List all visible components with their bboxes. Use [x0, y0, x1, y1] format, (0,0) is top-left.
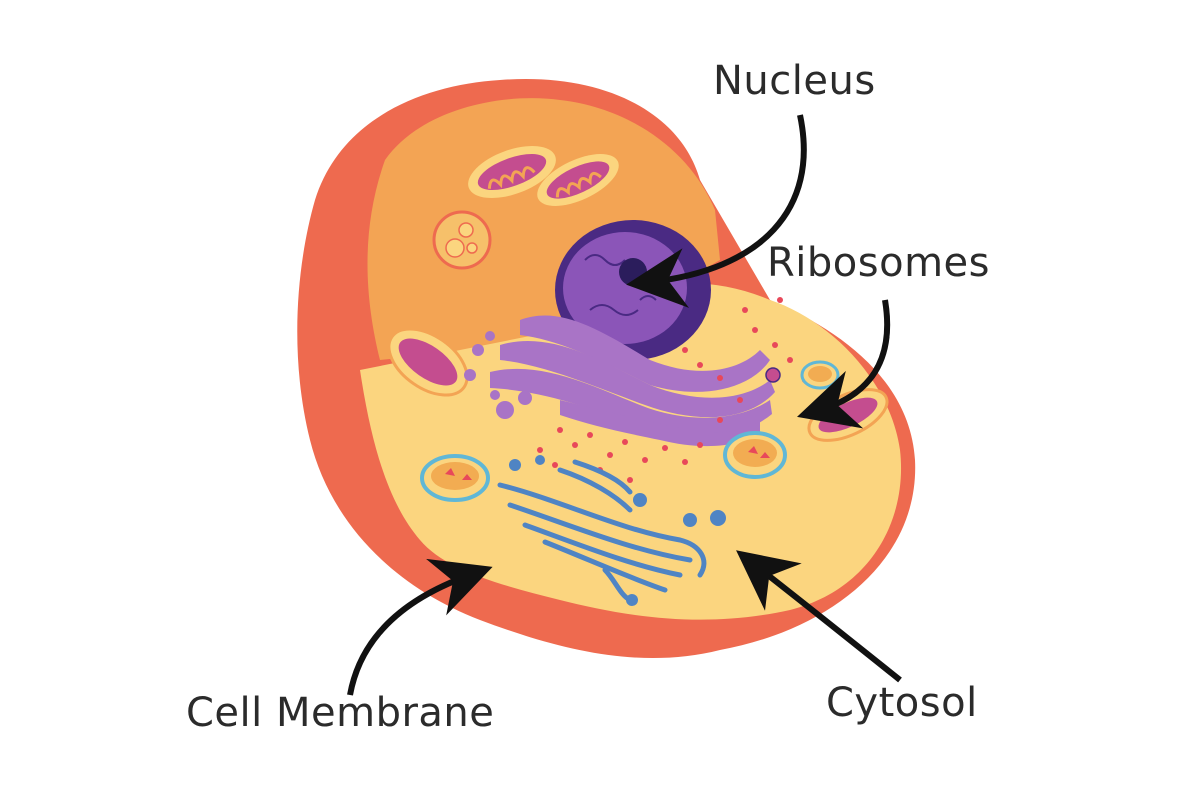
ribosomes-arrow [797, 299, 891, 429]
nucleolus [619, 258, 647, 286]
vesicle [432, 210, 492, 270]
cytosol-label: Cytosol [826, 680, 978, 726]
ribosomes-label: Ribosomes [767, 240, 990, 286]
endoplasmic-reticulum [464, 315, 775, 447]
centrosome [765, 367, 781, 383]
golgi-apparatus [497, 455, 726, 606]
nucleus-arrow [626, 114, 807, 308]
cytosol-arrow [736, 550, 902, 683]
cytosol-floor [360, 283, 902, 620]
lysosome-right [800, 360, 840, 390]
cell-membrane-arrow [347, 558, 493, 696]
nucleus-label: Nucleus [713, 58, 876, 104]
mitochondrion-left [387, 327, 469, 397]
cell-membrane-label: Cell Membrane [186, 690, 495, 736]
lysosome-center [723, 431, 787, 479]
mitochondrion-top-left [468, 146, 556, 198]
mitochondrion-top-right [537, 154, 619, 206]
lysosome-left [420, 454, 490, 502]
